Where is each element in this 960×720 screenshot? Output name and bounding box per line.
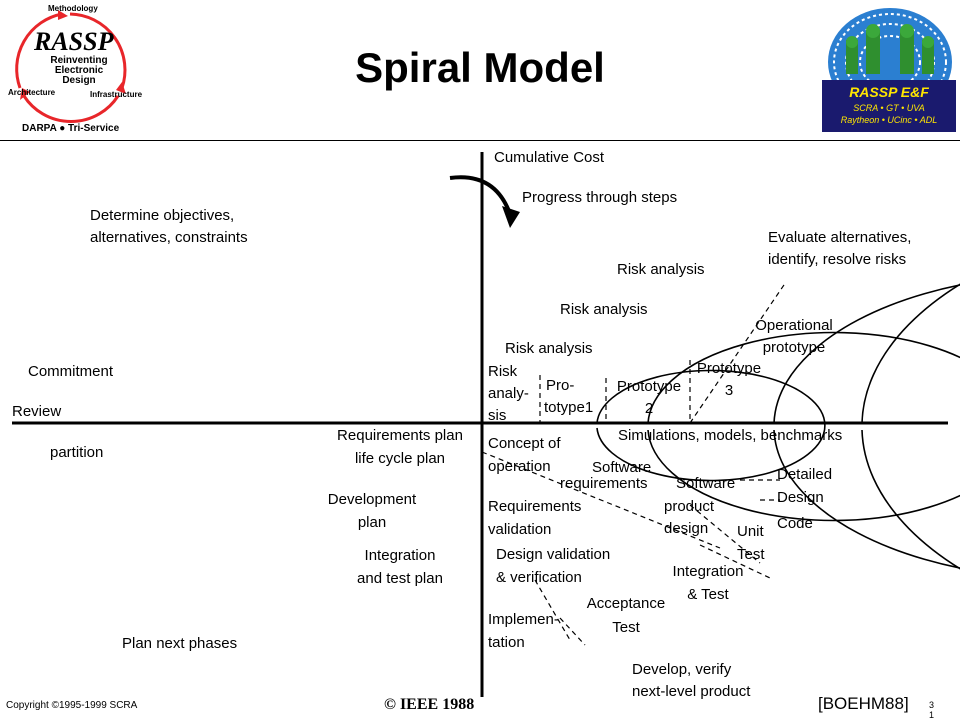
requirements-plan-line2: life cycle plan xyxy=(354,450,446,467)
risk-core-line1: Risk xyxy=(488,363,518,380)
logo-rassp-ef: RASSP E&F xyxy=(849,84,929,100)
risk-core-line2: analy- xyxy=(488,385,529,402)
prototype3-line2: 3 xyxy=(724,382,734,399)
copyright-notice: Copyright ©1995-1999 SCRA xyxy=(6,700,138,711)
logo-design: Design xyxy=(62,75,96,86)
page-title: Spiral Model xyxy=(355,44,605,91)
prototype2-line2: 2 xyxy=(644,400,654,417)
logo-reinventing: Reinventing xyxy=(50,55,108,66)
spiral-loop-1 xyxy=(647,331,960,522)
dashed-separator-4 xyxy=(689,281,787,424)
integration-test-line2: & Test xyxy=(687,586,729,603)
dashed-separator-5 xyxy=(481,451,721,549)
reference-citation: [BOEHM88] xyxy=(818,694,909,713)
product-design-line3: design xyxy=(664,520,709,537)
concept-line2: operation xyxy=(488,458,551,475)
logo-infrastructure: Infrastructure xyxy=(90,90,143,99)
rassp-logo-graphic xyxy=(15,10,127,124)
quadrant-top-right-line2: identify, resolve risks xyxy=(768,251,907,268)
ieee-copyright: © IEEE 1988 xyxy=(384,696,475,713)
logo-electronic: Electronic xyxy=(54,65,104,76)
design-validation-line1: Design validation xyxy=(496,546,611,563)
header-rule xyxy=(0,140,960,141)
quadrant-top-left-line2: alternatives, constraints xyxy=(90,229,248,246)
unit-test-line1: Unit xyxy=(737,523,764,540)
development-plan-line2: plan xyxy=(357,514,387,531)
logo-architecture: Architecture xyxy=(8,88,56,97)
dashed-separator-6 xyxy=(689,504,761,564)
logo-sponsor: DARPA ● Tri-Service xyxy=(22,123,120,134)
unit-test-line2: Test xyxy=(737,546,765,563)
software-requirements-line2: requirements xyxy=(560,475,648,492)
progress-arrowhead xyxy=(502,206,520,228)
review-label: Review xyxy=(12,403,62,420)
requirements-validation-line2: validation xyxy=(488,521,552,538)
software-requirements-line1: Software xyxy=(592,459,652,476)
logo-rassp-ef-line2: Raytheon • UCinc • ADL xyxy=(840,115,938,125)
risk-analysis-inner: Risk analysis xyxy=(505,340,593,357)
risk-analysis-middle: Risk analysis xyxy=(560,301,648,318)
requirements-validation-line1: Requirements xyxy=(488,498,582,515)
prototype3-line1: Prototype xyxy=(696,360,762,377)
requirements-plan-line1: Requirements plan xyxy=(337,427,463,444)
detailed-design-line1: Detailed xyxy=(777,466,833,483)
acceptance-test-line1: Acceptance xyxy=(586,595,666,612)
dashed-separator-10 xyxy=(534,579,571,641)
dashed-separator-7 xyxy=(699,544,771,579)
page-number-b: 1 xyxy=(929,710,935,720)
quadrant-bottom-left: Plan next phases xyxy=(122,635,238,652)
product-design-line2: product xyxy=(664,498,715,515)
detailed-design-line2: Design xyxy=(777,489,824,506)
simulations-label: Simulations, models, benchmarks xyxy=(618,427,843,444)
implementation-line2: tation xyxy=(488,634,525,651)
implementation-line1: Implemen- xyxy=(488,611,559,628)
quadrant-top-right-line1: Evaluate alternatives, xyxy=(768,229,912,246)
progress-arrow xyxy=(449,175,512,215)
dashed-separator-11 xyxy=(559,617,586,646)
integration-plan-line2: and test plan xyxy=(357,570,443,587)
commitment-label: Commitment xyxy=(28,363,114,380)
page-number-a: 3 xyxy=(929,700,935,710)
operational-prototype-line2: prototype xyxy=(762,339,826,356)
acceptance-test-line2: Test xyxy=(612,619,640,636)
integration-test-line1: Integration xyxy=(672,563,744,580)
logo-methodology: Methodology xyxy=(48,4,98,13)
logo-rassp: RASSP xyxy=(34,27,114,56)
concept-line1: Concept of xyxy=(488,435,561,452)
risk-analysis-outer: Risk analysis xyxy=(617,261,705,278)
prototype2-line1: Prototype xyxy=(616,378,682,395)
cumulative-cost-label: Cumulative Cost xyxy=(494,149,605,166)
design-validation-line2: & verification xyxy=(496,569,582,586)
prototype1-line2: totype1 xyxy=(544,399,594,416)
logo-rassp-ef-line1: SCRA • GT • UVA xyxy=(853,103,925,113)
partition-label: partition xyxy=(50,444,104,461)
development-plan-line1: Development xyxy=(327,491,417,508)
code-label: Code xyxy=(777,515,813,532)
integration-plan-line1: Integration xyxy=(364,547,436,564)
operational-prototype-line1: Operational xyxy=(755,317,833,334)
product-design-line1: Software xyxy=(676,475,736,492)
spiral-loop-2 xyxy=(773,284,960,569)
prototype1-line1: Pro- xyxy=(546,377,575,394)
quadrant-top-left-line1: Determine objectives, xyxy=(90,207,235,224)
progress-label: Progress through steps xyxy=(522,189,678,206)
spiral-loop-core xyxy=(596,369,826,482)
quadrant-bottom-right-line2: next-level product xyxy=(632,683,751,700)
spiral-loop-3 xyxy=(861,283,960,570)
rassp-ef-logo-graphic xyxy=(822,8,956,132)
quadrant-bottom-right-line1: Develop, verify xyxy=(632,661,732,678)
risk-core-line3: sis xyxy=(488,407,507,424)
